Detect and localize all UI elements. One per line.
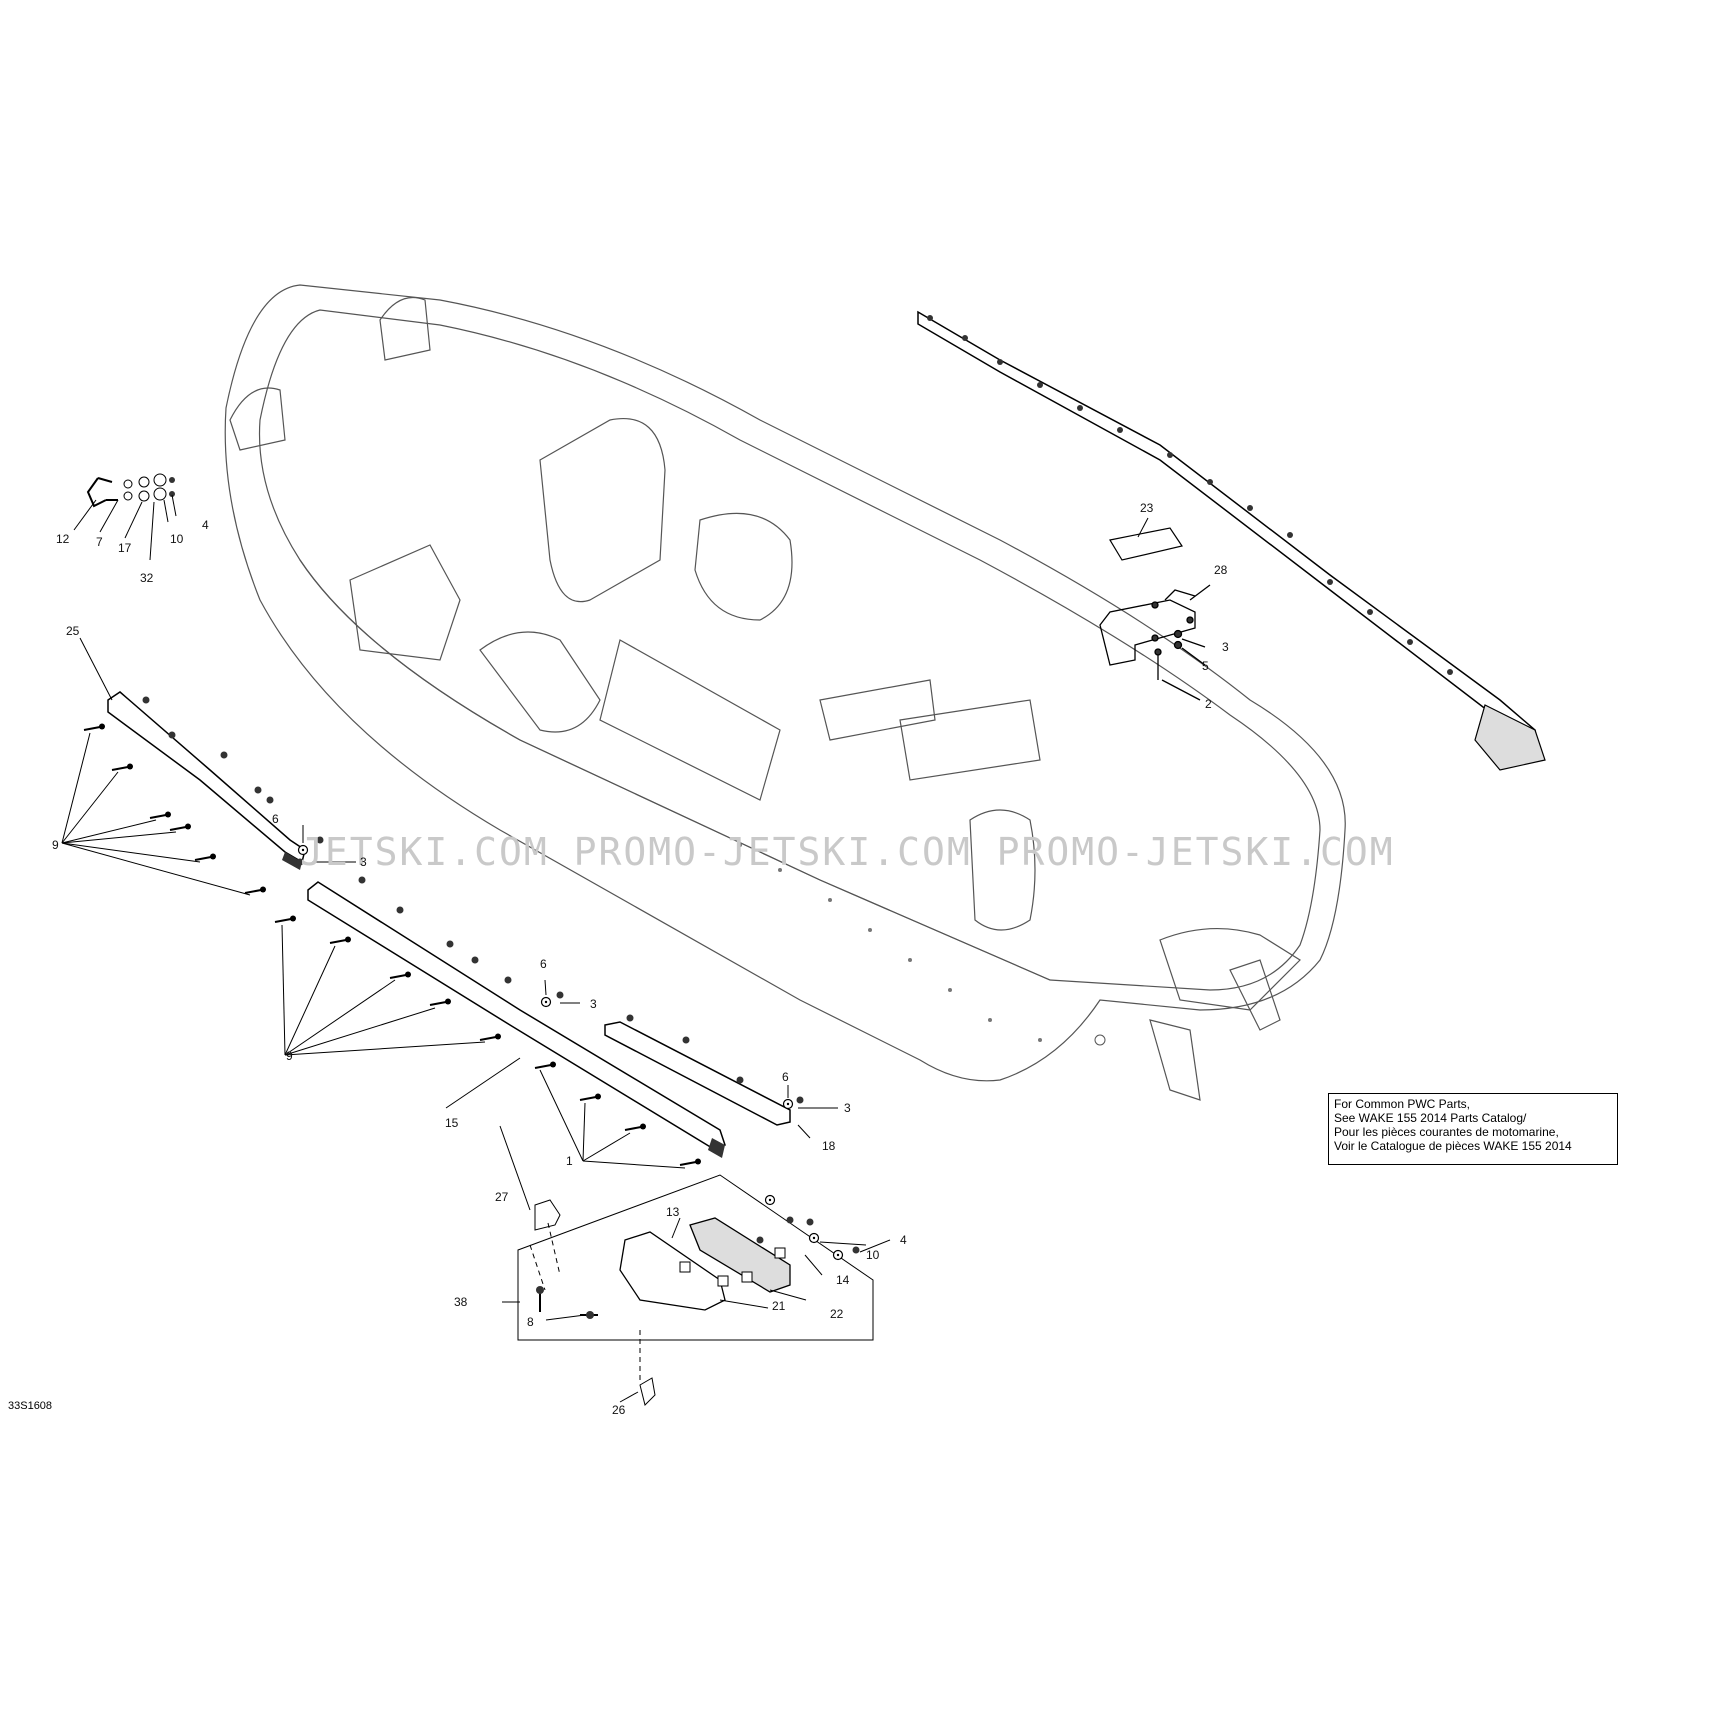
callout-3: 3: [844, 1101, 851, 1115]
callout-12: 12: [56, 532, 70, 546]
hull-drawing: [224, 284, 1346, 1101]
rail-top-right: [917, 310, 1546, 771]
note-line: Pour les pièces courantes de motomarine,: [1334, 1125, 1559, 1139]
rail-15: [307, 881, 726, 1158]
watermark: JETSKI.COM PROMO-JETSKI.COM PROMO-JETSKI…: [300, 830, 1395, 874]
plate-23: [1109, 517, 1183, 561]
callout-23: 23: [1140, 501, 1154, 515]
callout-17: 17: [118, 541, 132, 555]
callout-6: 6: [272, 812, 279, 826]
callout-6: 6: [782, 1070, 789, 1084]
callout-10: 10: [170, 532, 184, 546]
callout-25: 25: [66, 624, 80, 638]
callout-15: 15: [445, 1116, 459, 1130]
callout-10: 10: [866, 1248, 880, 1262]
callout-3: 3: [590, 997, 597, 1011]
callout-38: 38: [454, 1295, 468, 1309]
callout-14: 14: [836, 1273, 850, 1287]
callout-9: 9: [52, 838, 59, 852]
assembly-38: [517, 1174, 874, 1406]
figure-code: 33S1608: [8, 1400, 53, 1412]
callout-1: 1: [566, 1154, 573, 1168]
note-line: For Common PWC Parts,: [1334, 1097, 1471, 1111]
callout-6: 6: [540, 957, 547, 971]
callout-4: 4: [202, 518, 209, 532]
callout-18: 18: [822, 1139, 836, 1153]
callout-21: 21: [772, 1299, 786, 1313]
callout-9: 9: [286, 1049, 293, 1063]
callout-8: 8: [527, 1315, 534, 1329]
callout-22: 22: [830, 1307, 844, 1321]
common-parts-note: For Common PWC Parts, See WAKE 155 2014 …: [1328, 1093, 1618, 1165]
callout-13: 13: [666, 1205, 680, 1219]
callout-27: 27: [495, 1190, 509, 1204]
callout-3: 3: [360, 855, 367, 869]
callouts: 12 7 17 10 4 32 25 6 3 9 6 3 9 15 6 3 1 …: [52, 501, 1229, 1417]
hardware-12-group: [86, 473, 175, 508]
callout-26: 26: [612, 1403, 626, 1417]
hull-holes: [738, 843, 1106, 1046]
callout-7: 7: [96, 535, 103, 549]
callout-4: 4: [900, 1233, 907, 1247]
leader-lines: [61, 494, 891, 1403]
callout-32: 32: [140, 571, 154, 585]
bracket-28: [1099, 584, 1211, 701]
rail-18: [604, 1021, 791, 1126]
callout-2: 2: [1205, 697, 1212, 711]
note-line: Voir le Catalogue de pièces WAKE 155 201…: [1334, 1139, 1572, 1153]
callout-5: 5: [1202, 659, 1209, 673]
callout-28: 28: [1214, 563, 1228, 577]
callout-3: 3: [1222, 640, 1229, 654]
note-line: See WAKE 155 2014 Parts Catalog/: [1334, 1111, 1527, 1125]
rail-25: [107, 691, 306, 870]
